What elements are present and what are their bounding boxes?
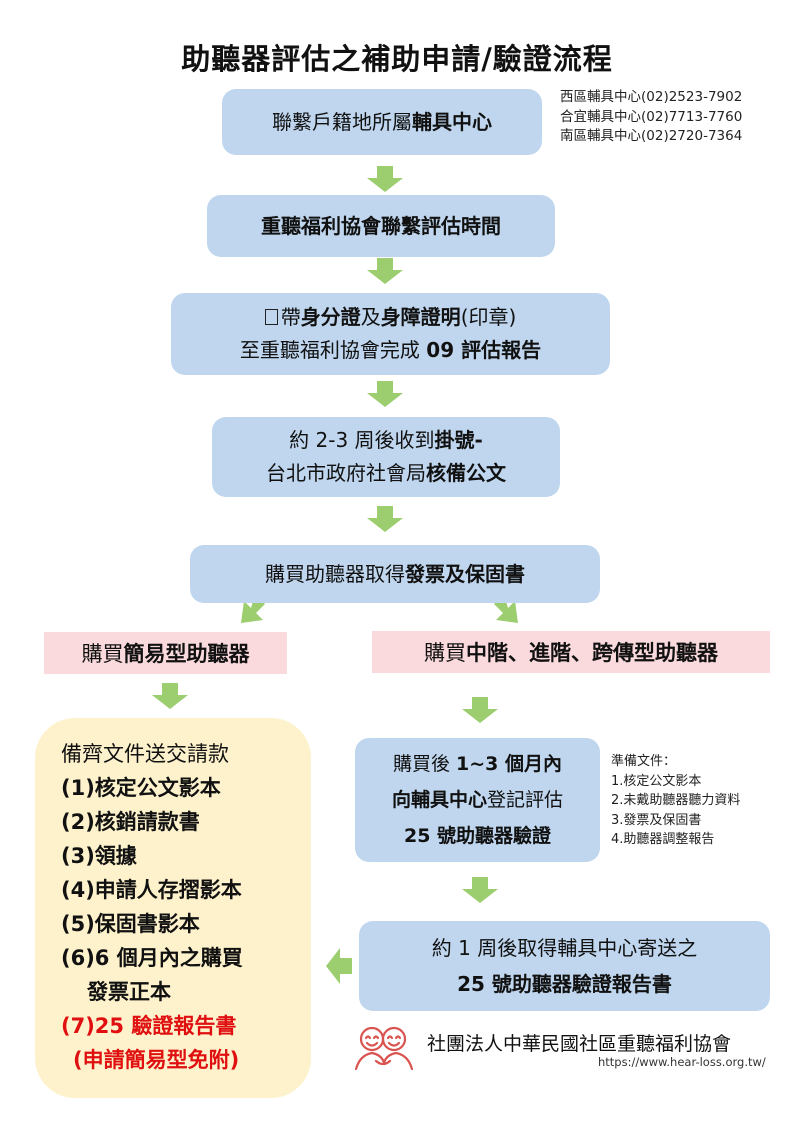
prep-item: 3.發票及保固書 xyxy=(611,812,702,828)
arrow-group xyxy=(152,166,518,984)
doc-item: (3)領據 xyxy=(61,844,137,868)
arrow-down-icon xyxy=(152,683,188,709)
page-title: 助聽器評估之補助申請/驗證流程 xyxy=(181,42,613,76)
doc-item: (1)核定公文影本 xyxy=(61,776,221,800)
documents-heading: 備齊文件送交請款 xyxy=(61,742,229,766)
step-schedule-assessment: 重聽福利協會聯繫評估時間 xyxy=(207,195,555,257)
prep-item: 4.助聽器調整報告 xyxy=(611,832,715,847)
branch-advanced-hearing-aid: 購買中階、進階、跨傳型助聽器 xyxy=(372,631,770,673)
arrow-down-icon xyxy=(367,506,403,532)
step3-text: (印章) xyxy=(460,305,517,329)
step2-text: 重聽福利協會聯繫評估時間 xyxy=(261,213,501,238)
documents-list: 備齊文件送交請款 (1)核定公文影本 (2)核銷請款書 (3)領據 (4)申請人… xyxy=(61,737,243,1077)
arrow-down-icon xyxy=(367,258,403,284)
prep-item: 2.未戴助聽器聽力資料 xyxy=(611,793,741,808)
prep-documents-note: 準備文件： 1.核定公文影本 2.未戴助聽器聽力資料 3.發票及保固書 4.助聽… xyxy=(611,752,740,850)
step3-text: 及 xyxy=(360,305,381,329)
verify-text: 購買後 xyxy=(392,753,457,775)
step4-text: 約 2-3 周後收到 xyxy=(289,428,435,452)
doc-item: 發票正本 xyxy=(87,980,171,1004)
arrow-down-icon xyxy=(367,381,403,407)
contact-west: 西區輔具中心(02)2523-7902 xyxy=(560,89,743,105)
arrow-down-icon xyxy=(462,697,498,723)
step-complete-report: 帶身分證及身障證明(印章) 至重聽福利協會完成 09 評估報告 xyxy=(171,293,610,375)
step3-bold-report: 09 評估報告 xyxy=(426,338,542,362)
step4-bold: 掛號- xyxy=(434,428,483,452)
prep-heading: 準備文件： xyxy=(611,754,677,769)
branch-left-bold: 簡易型助聽器 xyxy=(123,642,250,666)
arrow-left-icon xyxy=(326,948,352,984)
step5-bold: 發票及保固書 xyxy=(405,561,525,586)
step1-text: 聯繫戶籍地所屬 xyxy=(272,109,412,134)
documents-box xyxy=(35,718,311,1098)
doc-item-red: (7)25 驗證報告書 xyxy=(61,1014,237,1038)
branch-right-text: 購買 xyxy=(424,641,466,665)
step4-text: 台北市政府社會局 xyxy=(266,461,426,485)
step-receive-verification-report: 約 1 周後取得輔具中心寄送之 25 號助聽器驗證報告書 xyxy=(359,921,770,1011)
step1-bold: 輔具中心 xyxy=(412,109,492,134)
step3-bold-id: 身分證 xyxy=(300,305,361,329)
branch-right-bold: 中階、進階、跨傳型助聽器 xyxy=(466,641,718,665)
verify-text: 登記評估 xyxy=(487,789,564,811)
verify-bold: 向輔具中心 xyxy=(391,789,487,811)
arrow-down-icon xyxy=(462,877,498,903)
doc-item: (2)核銷請款書 xyxy=(61,810,200,834)
contact-heyi: 合宜輔具中心(02)7713-7760 xyxy=(560,108,743,125)
step3-bold-disability: 身障證明 xyxy=(380,305,461,329)
org-url[interactable]: https://www.hear-loss.org.tw/ xyxy=(598,1055,766,1069)
step-receive-approval: 約 2-3 周後收到掛號- 台北市政府社會局核備公文 xyxy=(212,417,560,497)
step5-text: 購買助聽器取得 xyxy=(265,561,405,586)
doc-item: (5)保固書影本 xyxy=(61,912,200,936)
step3-text: 帶 xyxy=(280,305,301,329)
checkbox-icon xyxy=(264,309,278,325)
branch-basic-hearing-aid: 購買簡易型助聽器 xyxy=(44,632,287,674)
report-bold: 25 號助聽器驗證報告書 xyxy=(457,972,672,996)
verify-bold: 25 號助聽器驗證 xyxy=(403,825,552,847)
step-purchase: 購買助聽器取得發票及保固書 xyxy=(190,545,600,603)
contact-list: 西區輔具中心(02)2523-7902 合宜輔具中心(02)7713-7760 … xyxy=(560,88,742,147)
report-text: 約 1 周後取得輔具中心寄送之 xyxy=(431,936,698,960)
arrow-down-icon xyxy=(367,166,403,192)
contact-south: 南區輔具中心(02)2720-7364 xyxy=(560,128,743,144)
step4-bold: 核備公文 xyxy=(426,461,506,485)
prep-item: 1.核定公文影本 xyxy=(611,773,702,789)
org-logo-icon xyxy=(354,1026,414,1071)
verify-bold: 1~3 個月內 xyxy=(456,753,563,775)
doc-item: (4)申請人存摺影本 xyxy=(61,878,242,902)
doc-item: (6)6 個月內之購買 xyxy=(61,946,243,970)
org-name: 社團法人中華民國社區重聽福利協會 xyxy=(427,1033,732,1055)
step-contact-center: 聯繫戶籍地所屬輔具中心 xyxy=(222,89,542,155)
doc-item-red-note: (申請簡易型免附) xyxy=(73,1048,240,1072)
branch-left-text: 購買 xyxy=(81,642,124,666)
step-register-verification: 購買後 1~3 個月內 向輔具中心登記評估 25 號助聽器驗證 xyxy=(355,738,600,862)
step3-text: 至重聽福利協會完成 xyxy=(239,338,427,362)
